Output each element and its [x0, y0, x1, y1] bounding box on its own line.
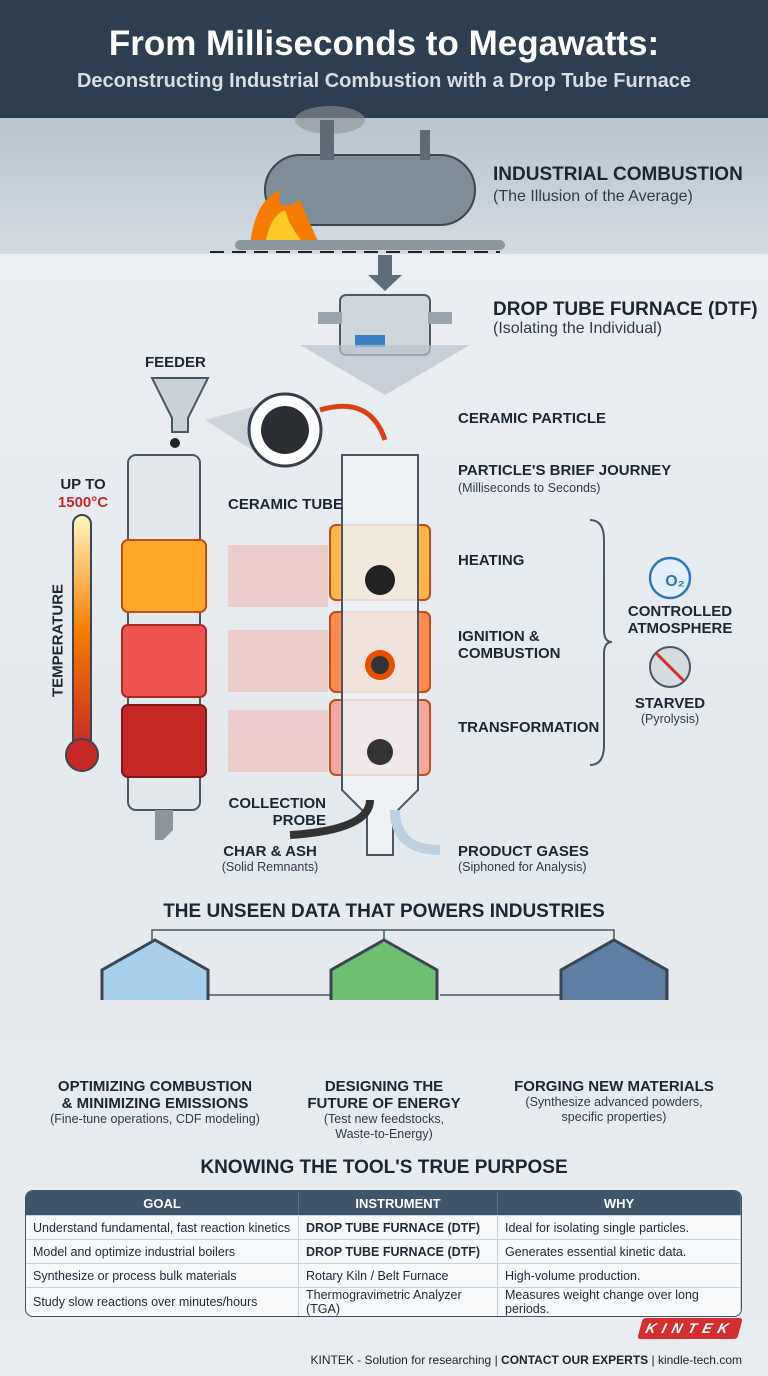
max-temp-label: 1500°C	[57, 494, 109, 511]
heating-label: HEATING	[458, 552, 525, 569]
cell-why: Ideal for isolating single particles.	[498, 1215, 741, 1239]
char-ash-sub: (Solid Remnants)	[221, 860, 319, 874]
industrial-boiler-illustration	[210, 106, 505, 253]
table-row: Understand fundamental, fast reaction ki…	[26, 1215, 741, 1239]
starved-atmosphere-icon	[649, 646, 691, 688]
focus-funnel	[300, 345, 470, 395]
table-header-row: GOAL INSTRUMENT WHY	[26, 1191, 741, 1215]
cell-why: Generates essential kinetic data.	[498, 1239, 741, 1263]
temperature-axis-label: TEMPERATURE	[49, 583, 67, 698]
probe-label: PROBE	[272, 812, 326, 829]
energy-hexagon-icon	[329, 938, 439, 1000]
purpose-table: GOAL INSTRUMENT WHY Understand fundament…	[25, 1190, 742, 1317]
header-banner: From Milliseconds to Megawatts: Deconstr…	[0, 0, 768, 118]
brace	[589, 519, 613, 766]
application-combustion: OPTIMIZING COMBUSTION & MINIMIZING EMISS…	[35, 1078, 275, 1127]
page-subtitle: Deconstructing Industrial Combustion wit…	[76, 70, 692, 92]
char-ash-label: CHAR & ASH	[223, 843, 317, 860]
application-desc: (Synthesize advanced powders,	[525, 1095, 703, 1109]
ceramic-particle-label: CERAMIC PARTICLE	[458, 410, 607, 427]
header-instrument: INSTRUMENT	[299, 1191, 498, 1215]
starved-label: STARVED	[634, 695, 706, 712]
application-title-line: DESIGNING THE	[324, 1078, 444, 1095]
cell-why: High-volume production.	[498, 1263, 741, 1287]
o2-label: O₂	[665, 573, 685, 590]
cell-instrument: Thermogravimetric Analyzer (TGA)	[299, 1287, 498, 1316]
combustion-label: COMBUSTION	[458, 645, 561, 662]
application-title-line: FUTURE OF ENERGY	[307, 1095, 461, 1112]
heat-glow-bars	[228, 545, 328, 772]
pyrolysis-label: (Pyrolysis)	[640, 712, 700, 726]
product-gases-sub: (Siphoned for Analysis)	[458, 860, 587, 874]
power-plant-hexagon-icon	[100, 938, 210, 1000]
ignition-label: IGNITION &	[458, 628, 540, 645]
application-title-line: & MINIMIZING EMISSIONS	[61, 1095, 249, 1112]
cell-why: Measures weight change over long periods…	[498, 1287, 741, 1316]
ceramic-tube-label: CERAMIC TUBE	[228, 496, 343, 513]
purpose-title: KNOWING THE TOOL'S TRUE PURPOSE	[200, 1157, 568, 1178]
application-energy: DESIGNING THE FUTURE OF ENERGY (Test new…	[264, 1078, 504, 1142]
header-why: WHY	[498, 1191, 741, 1215]
cell-instrument: DROP TUBE FURNACE (DTF)	[299, 1215, 498, 1239]
kintek-logo: KINTEK	[637, 1318, 743, 1339]
thermometer-icon	[65, 514, 99, 772]
product-gases-label: PRODUCT GASES	[458, 843, 589, 860]
footer-tagline: KINTEK - Solution for researching |	[310, 1353, 498, 1367]
up-to-label: UP TO	[60, 476, 106, 493]
cell-goal: Synthesize or process bulk materials	[26, 1263, 299, 1287]
right-ceramic-tube	[289, 454, 441, 856]
contact-experts-link[interactable]: CONTACT OUR EXPERTS	[501, 1353, 649, 1367]
journey-label: PARTICLE'S BRIEF JOURNEY	[458, 462, 672, 479]
o2-icon	[648, 556, 692, 600]
application-desc: (Fine-tune operations, CDF modeling)	[50, 1112, 260, 1126]
application-materials: FORGING NEW MATERIALS (Synthesize advanc…	[494, 1078, 734, 1125]
applications-title: THE UNSEEN DATA THAT POWERS INDUSTRIES	[163, 901, 605, 922]
collection-label: COLLECTION	[228, 795, 327, 812]
page-title: From Milliseconds to Megawatts:	[108, 24, 660, 63]
feeder-label: FEEDER	[145, 354, 206, 371]
down-arrow-icon	[368, 255, 402, 291]
atmosphere-label: ATMOSPHERE	[627, 620, 733, 637]
dtf-title: DROP TUBE FURNACE (DTF)	[493, 299, 758, 320]
feeder-hopper	[150, 377, 210, 433]
footer: KINTEK - Solution for researching | CONT…	[310, 1353, 742, 1367]
process-illustration	[65, 106, 692, 1000]
materials-hexagon-icon	[559, 938, 669, 1000]
cell-instrument: DROP TUBE FURNACE (DTF)	[299, 1239, 498, 1263]
application-title-line: FORGING NEW MATERIALS	[514, 1078, 714, 1095]
industrial-title: INDUSTRIAL COMBUSTION	[493, 164, 743, 185]
cell-goal: Study slow reactions over minutes/hours	[26, 1287, 299, 1316]
application-desc: (Test new feedstocks,	[323, 1112, 445, 1126]
left-ceramic-tube	[121, 454, 207, 840]
hexagon-icons	[100, 938, 669, 1000]
industrial-subtitle: (The Illusion of the Average)	[493, 188, 693, 205]
application-desc: specific properties)	[561, 1110, 667, 1124]
journey-sub: (Milliseconds to Seconds)	[458, 481, 601, 495]
cell-goal: Understand fundamental, fast reaction ki…	[26, 1215, 299, 1239]
header-goal: GOAL	[26, 1191, 299, 1215]
cell-instrument: Rotary Kiln / Belt Furnace	[299, 1263, 498, 1287]
cell-goal: Model and optimize industrial boilers	[26, 1239, 299, 1263]
transformation-label: TRANSFORMATION	[458, 719, 600, 736]
application-desc: Waste-to-Energy)	[335, 1127, 433, 1141]
application-title-line: OPTIMIZING COMBUSTION	[57, 1078, 253, 1095]
dtf-subtitle: (Isolating the Individual)	[493, 320, 662, 337]
controlled-label: CONTROLLED	[627, 603, 733, 620]
website-link[interactable]: | kindle-tech.com	[651, 1353, 743, 1367]
